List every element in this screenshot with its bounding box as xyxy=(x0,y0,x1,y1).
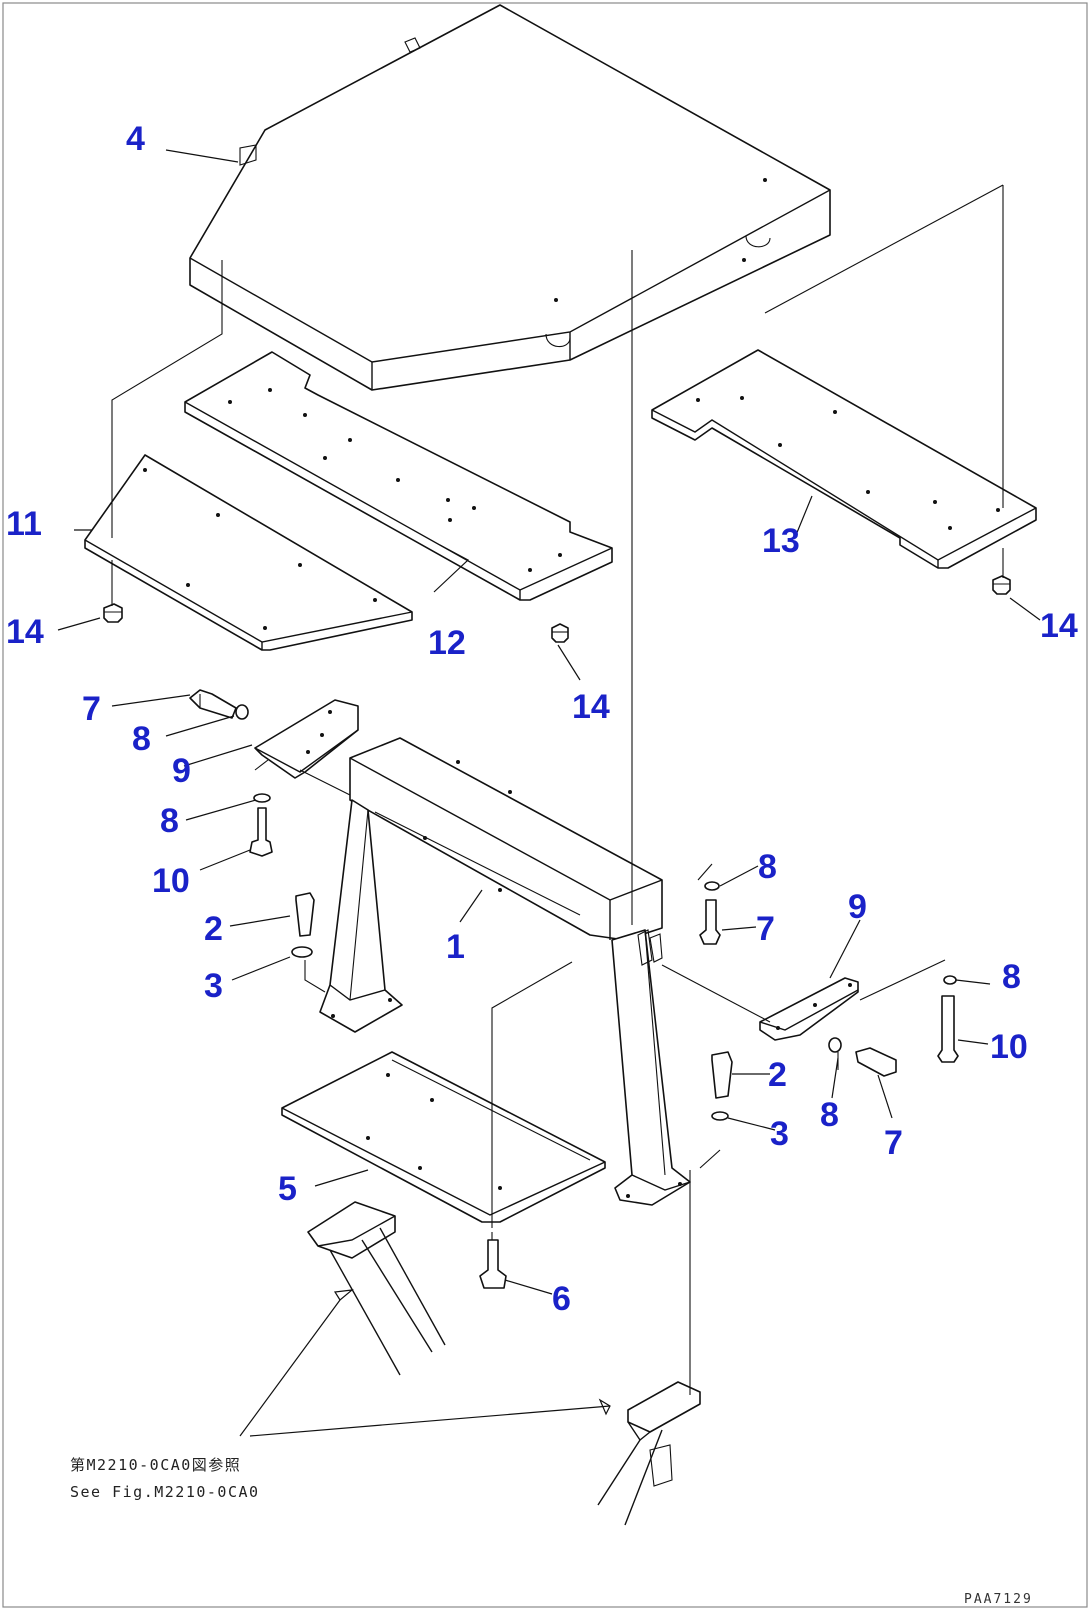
part-8-washer-right-upper xyxy=(704,881,720,891)
callout-12: 12 xyxy=(428,624,466,662)
callout-14-center: 14 xyxy=(572,688,610,726)
callout-10-left: 10 xyxy=(152,862,190,900)
callout-3-right: 3 xyxy=(770,1115,789,1153)
part-14-clip-nut-right xyxy=(992,575,1011,595)
part-7-bolt-left xyxy=(189,689,237,719)
callout-14-right: 14 xyxy=(1040,607,1078,645)
part-11-left-plate xyxy=(84,454,413,651)
part-10-bolt-left xyxy=(249,807,273,857)
part-14-clip-nut-center xyxy=(551,623,569,643)
part-8-washer-right-lower xyxy=(828,1037,842,1053)
callout-8-right-lower: 8 xyxy=(820,1096,839,1134)
part-8-washer-left-lower xyxy=(253,793,271,803)
part-9-bracket-left xyxy=(254,699,359,779)
part-13-right-plate xyxy=(651,349,1037,569)
callout-4: 4 xyxy=(126,120,145,158)
part-8-washer-left-upper xyxy=(235,704,249,720)
part-3-washer-right xyxy=(711,1111,729,1121)
callout-9-left: 9 xyxy=(172,752,191,790)
reference-note-japanese: 第M2210-0CA0図参照 xyxy=(70,1456,241,1474)
callout-10-right: 10 xyxy=(990,1028,1028,1066)
part-10-bolt-right xyxy=(937,995,959,1063)
part-2-bolt-left xyxy=(295,892,315,937)
part-8-washer-right-far xyxy=(943,975,957,985)
callout-3-left: 3 xyxy=(204,967,223,1005)
callout-2-right: 2 xyxy=(768,1056,787,1094)
callout-9-right: 9 xyxy=(848,888,867,926)
reference-note-english: See Fig.M2210-0CA0 xyxy=(70,1483,260,1501)
callout-11: 11 xyxy=(6,505,42,543)
callout-8-left-lower: 8 xyxy=(160,802,179,840)
part-6-bolt xyxy=(479,1239,507,1289)
part-12-center-plate xyxy=(184,351,613,601)
mounting-frame-reference xyxy=(307,1201,701,1526)
drawing-code: PAA7129 xyxy=(964,1592,1033,1607)
callout-8-left-upper: 8 xyxy=(132,720,151,758)
part-7-bolt-right-upper xyxy=(699,899,721,945)
part-1-seat-stand xyxy=(319,737,691,1206)
callout-labels: 4 11 12 13 14 14 14 7 8 9 8 10 2 3 1 8 7… xyxy=(6,120,1078,1318)
part-5-lower-cover xyxy=(281,1051,606,1223)
callout-8-right-far: 8 xyxy=(1002,958,1021,996)
callout-8-right-upper: 8 xyxy=(758,848,777,886)
callout-13: 13 xyxy=(762,522,800,560)
callout-7-right-lower: 7 xyxy=(884,1124,903,1162)
callout-7-right-upper: 7 xyxy=(756,910,775,948)
part-3-washer-left xyxy=(291,946,313,958)
callout-1: 1 xyxy=(446,928,465,966)
callout-14-left: 14 xyxy=(6,613,44,651)
part-14-clip-nut-left xyxy=(103,603,123,623)
callout-5: 5 xyxy=(278,1170,297,1208)
callout-2-left: 2 xyxy=(204,910,223,948)
callout-6: 6 xyxy=(552,1280,571,1318)
callout-7-left: 7 xyxy=(82,690,101,728)
part-2-bolt-right xyxy=(711,1051,733,1099)
part-9-bracket-right xyxy=(759,977,859,1041)
callout-leaders xyxy=(57,149,1041,1437)
part-4-top-cover xyxy=(189,4,831,391)
part-7-bolt-right-lower xyxy=(855,1047,897,1077)
assembly-lines xyxy=(111,184,1004,1395)
